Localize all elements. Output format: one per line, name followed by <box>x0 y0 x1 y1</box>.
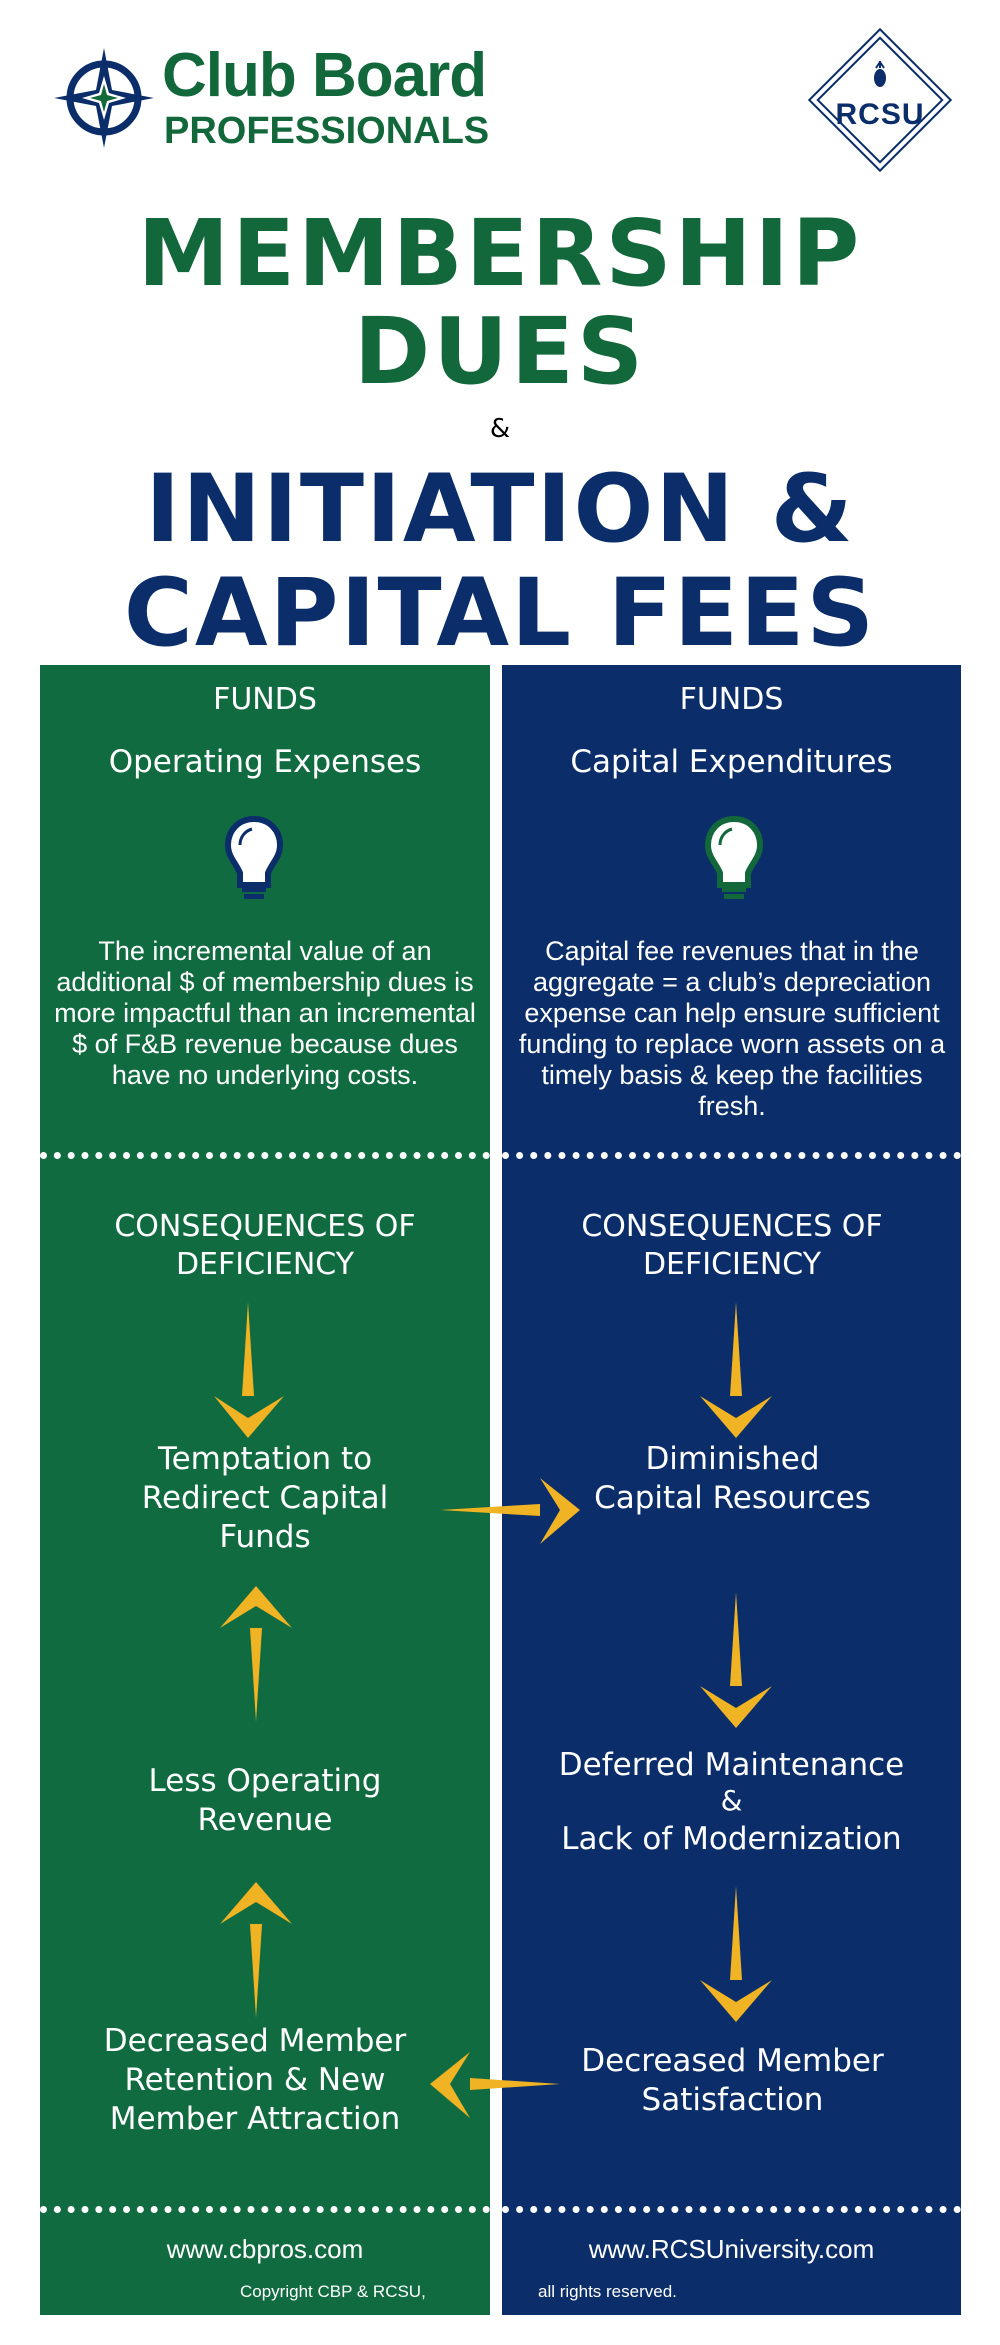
badge-text: RCSU <box>835 98 925 131</box>
left-column <box>40 665 490 2315</box>
right-divider-bottom <box>502 2206 961 2213</box>
left-consequences-title: CONSEQUENCES OF DEFICIENCY <box>114 1209 416 1282</box>
logo-line1: Club Board <box>162 41 487 110</box>
rights-text: all rights reserved. <box>538 2282 677 2301</box>
left-funds-title: Operating Expenses <box>108 744 422 780</box>
copyright-text: Copyright CBP & RCSU, <box>240 2282 426 2301</box>
title-ampersand: & <box>489 414 511 444</box>
logo-line2: PROFESSIONALS <box>164 110 490 152</box>
right-item-diminished: Diminished Capital Resources <box>594 1441 871 1516</box>
right-divider-top <box>502 1152 961 1159</box>
lightbulb-icon <box>224 815 284 899</box>
right-description: Capital fee revenues that in the aggrega… <box>518 936 946 1121</box>
lightbulb-icon <box>704 815 764 899</box>
right-item-deferred: Deferred Maintenance <box>558 1747 905 1783</box>
left-divider-bottom <box>40 2206 490 2213</box>
title-line4: CAPITAL FEES <box>123 559 877 668</box>
left-item-temptation: Temptation to Redirect Capital Funds <box>141 1441 389 1555</box>
right-funds-label: FUNDS <box>679 682 784 717</box>
left-funds-label: FUNDS <box>213 682 317 717</box>
right-url-link[interactable]: www.RCSUniversity.com <box>588 2234 875 2264</box>
rcsu-badge: RCSU <box>798 18 962 182</box>
left-item-less-revenue: Less Operating Revenue <box>148 1763 382 1838</box>
title-line3: INITIATION & <box>145 455 855 564</box>
left-description: The incremental value of an additional $… <box>54 936 476 1090</box>
right-consequences-title: CONSEQUENCES OF DEFICIENCY <box>581 1209 883 1282</box>
right-item-modernization: Lack of Modernization <box>561 1821 902 1857</box>
left-item-retention: Decreased Member Retention & New Member … <box>103 2023 407 2137</box>
left-url-link[interactable]: www.cbpros.com <box>166 2234 364 2264</box>
right-item-ampersand: & <box>720 1784 743 1817</box>
right-item-satisfaction: Decreased Member Satisfaction <box>581 2043 884 2118</box>
diamond-icon <box>807 27 953 173</box>
right-funds-title: Capital Expenditures <box>570 744 893 780</box>
title-line2: DUES <box>353 298 647 405</box>
cbp-logo: Club Board PROFESSIONALS <box>52 41 542 156</box>
left-divider-top <box>40 1152 490 1159</box>
title-line1: MEMBERSHIP <box>137 200 863 307</box>
compass-icon <box>54 48 154 148</box>
pineapple-icon <box>874 61 886 87</box>
